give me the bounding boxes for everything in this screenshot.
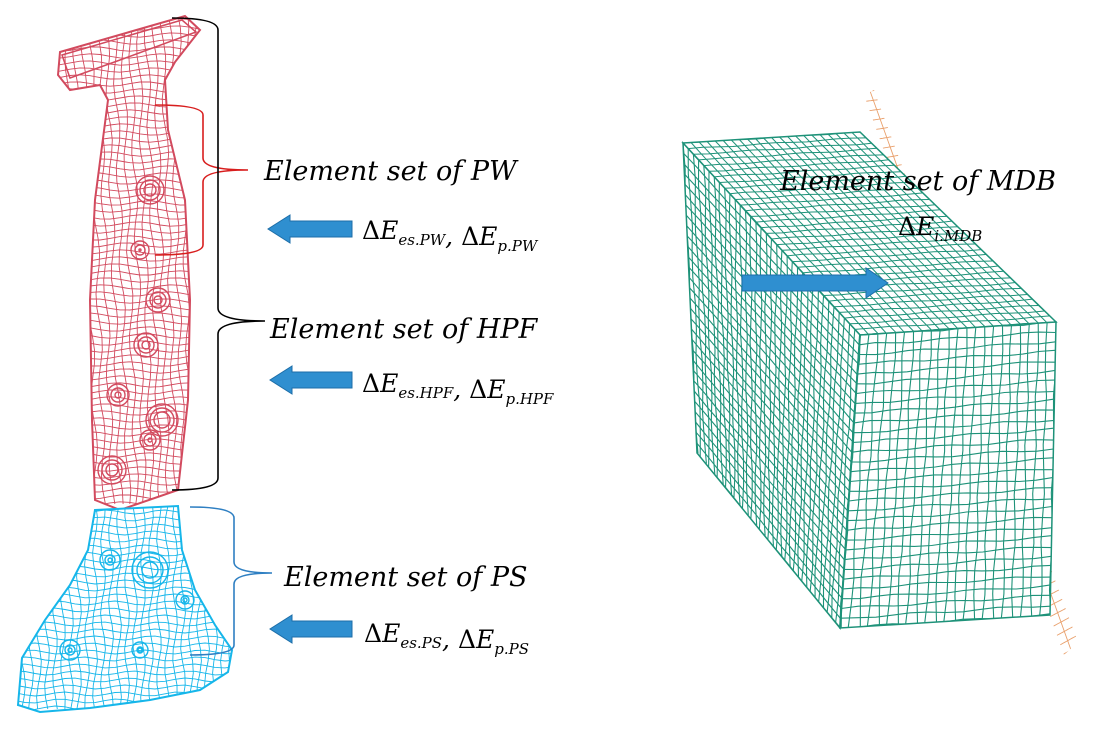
label-pw-energy: ΔEes.PW, ΔEp.PW: [362, 216, 539, 255]
energy-symbol: E: [381, 619, 400, 648]
energy-subscript: es.HPF: [398, 384, 454, 402]
eq-separator: ,: [453, 375, 469, 404]
energy-symbol: E: [915, 212, 934, 241]
arrow-hpf: [269, 365, 353, 395]
mdb-mesh-block: [681, 131, 1058, 630]
pillar-upper-mesh: [57, 15, 201, 511]
energy-subscript: p.PW: [497, 237, 538, 255]
label-ps-title: Element set of PS: [283, 562, 528, 593]
energy-subscript: p.PS: [494, 640, 529, 658]
eq-separator: ,: [442, 625, 458, 654]
energy-subscript: es.PW: [398, 231, 446, 249]
arrow-ps: [269, 614, 353, 644]
label-mdb-title: Element set of MDB: [779, 166, 1056, 197]
arrow-pw: [267, 214, 353, 244]
delta-symbol: Δ: [898, 212, 916, 241]
energy-symbol: E: [486, 375, 505, 404]
delta-symbol: Δ: [362, 369, 380, 398]
bracket-pw: [154, 104, 249, 256]
energy-symbol: E: [379, 369, 398, 398]
energy-symbol: E: [379, 216, 398, 245]
arrow-shape: [269, 365, 353, 395]
pillar-lower-mesh: [17, 505, 233, 713]
eq-separator: ,: [445, 222, 461, 251]
energy-subscript: es.PS: [400, 634, 442, 652]
delta-symbol: Δ: [469, 375, 487, 404]
delta-symbol: Δ: [362, 216, 380, 245]
label-hpf-energy: ΔEes.HPF, ΔEp.HPF: [362, 369, 554, 408]
label-hpf-title: Element set of HPF: [269, 314, 539, 345]
energy-symbol: E: [475, 625, 494, 654]
bracket-hpf: [171, 17, 266, 491]
arrow-shape: [267, 214, 353, 244]
energy-symbol: E: [478, 222, 497, 251]
arrow-mdb: [741, 267, 889, 299]
delta-symbol: Δ: [461, 222, 479, 251]
arrow-shape: [741, 267, 889, 299]
label-mdb-energy: ΔEi.MDB: [898, 212, 982, 245]
arrow-shape: [269, 614, 353, 644]
energy-subscript: i.MDB: [934, 227, 982, 245]
bracket-ps: [189, 506, 273, 656]
label-ps-energy: ΔEes.PS, ΔEp.PS: [364, 619, 529, 658]
energy-subscript: p.HPF: [505, 390, 554, 408]
delta-symbol: Δ: [458, 625, 476, 654]
delta-symbol: Δ: [364, 619, 382, 648]
label-pw-title: Element set of PW: [263, 156, 519, 187]
